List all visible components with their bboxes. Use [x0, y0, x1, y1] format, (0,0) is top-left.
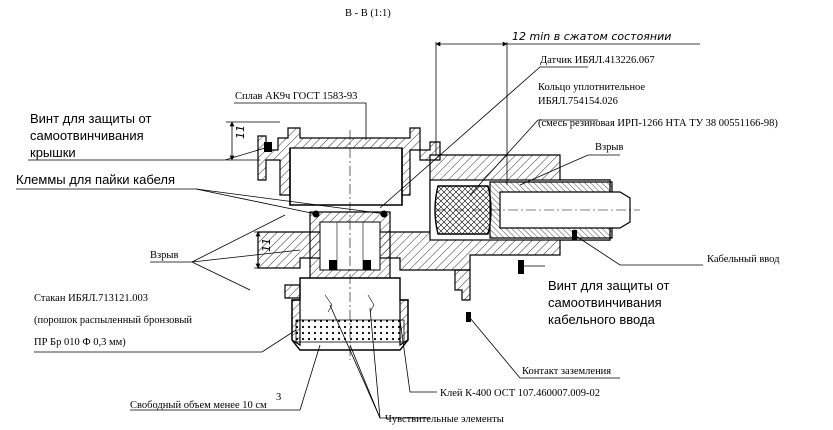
section-title: В - В (1:1)	[345, 8, 391, 19]
label-free-volume: Свободный объем менее 10 см	[130, 400, 267, 411]
label-glue: Клей К-400 ОСТ 107.460007.009-02	[440, 388, 600, 399]
label-free-volume-sup: 3	[276, 392, 281, 403]
label-screw-cover-3: крышки	[30, 145, 76, 160]
label-ring-3: (смесь резиновая ИРП-1266 НТА ТУ 38 0055…	[538, 118, 778, 129]
label-alloy: Сплав АК9ч ГОСТ 1583-93	[235, 91, 357, 102]
label-explosion-right: Взрыв	[595, 142, 623, 153]
label-ring-1: Кольцо уплотнительное	[538, 82, 645, 93]
label-cup-1: Стакан ИБЯЛ.713121.003	[34, 293, 148, 304]
label-explosion-left: Взрыв	[150, 250, 178, 261]
label-screw-cable-2: самоотвинчивания	[548, 295, 662, 310]
label-cup-2: (порошок распыленный бронзовый	[34, 315, 192, 326]
label-screw-cover-2: самоотвинчивания	[30, 128, 144, 143]
dim-left-top-text: 11	[234, 125, 247, 139]
label-ring-2: ИБЯЛ.754154.026	[538, 96, 618, 107]
label-ground: Контакт заземления	[522, 366, 611, 377]
dimension-left-bottom: 11	[254, 231, 310, 269]
label-cup-3: ПР Бр 010 Ф 0,3 мм)	[34, 337, 126, 348]
dimension-top: 12 min в сжатом состоянии	[435, 30, 700, 185]
label-terminals: Клеммы для пайки кабеля	[16, 172, 175, 187]
dim-left-bottom-text: 11	[260, 238, 273, 252]
leader-lines	[16, 66, 703, 419]
label-screw-cover-1: Винт для защиты от	[30, 111, 152, 126]
label-screw-cable-3: кабельного ввода	[548, 312, 656, 327]
label-sensing: Чувствительные элементы	[385, 414, 504, 425]
label-cable-entry: Кабельный ввод	[707, 254, 780, 265]
label-sensor: Датчик ИБЯЛ.413226.067	[540, 55, 655, 66]
label-screw-cable-1: Винт для защиты от	[548, 278, 670, 293]
dim-top-text: 12 min в сжатом состоянии	[512, 30, 671, 43]
dimension-left-top: 11	[226, 121, 280, 161]
